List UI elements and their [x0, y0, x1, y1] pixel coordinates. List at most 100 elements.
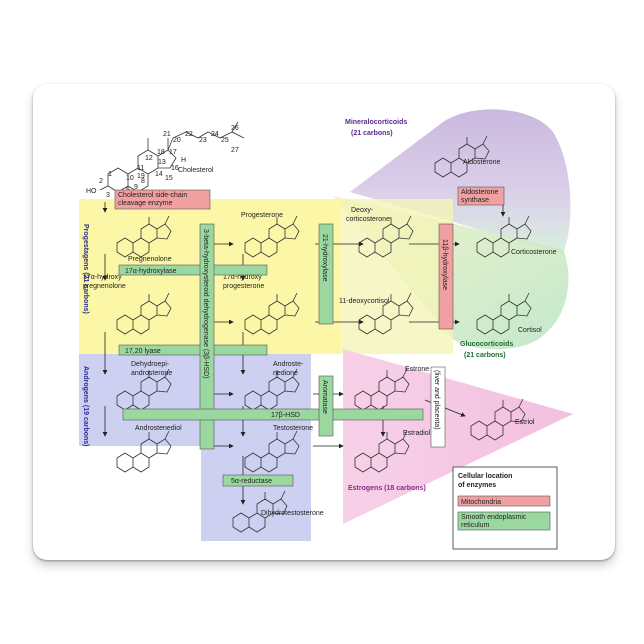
carbon-number-25: 25	[221, 137, 229, 144]
androgen-lower-region	[201, 446, 311, 541]
hp-line2: pregnenolone	[83, 283, 126, 290]
estrone-structure	[354, 368, 410, 411]
carbon-number-3: 3	[106, 192, 110, 199]
molecule-labels: Pregnenolone Progesterone Deoxy-corticos…	[83, 159, 557, 517]
carbon-number-10: 10	[126, 175, 134, 182]
cholesterol-h: H	[181, 157, 186, 164]
reductase-enzyme: 5α-reductase	[231, 478, 272, 485]
progestagen-extension	[341, 199, 453, 354]
aldosterone-label: Aldosterone	[463, 159, 500, 166]
progestagens-label: Progestagens (21 carbons)	[82, 224, 89, 314]
hpr-line1: 17α-hydroxy	[223, 274, 262, 281]
progesterone-structure	[244, 215, 300, 258]
cholesterol-structure: HO H Cholesterol	[86, 121, 245, 195]
lyase-enzyme: 17,20 lyase	[125, 348, 161, 355]
estrogen-region	[343, 349, 573, 524]
carbon-number-13: 13	[158, 159, 166, 166]
mineralocorticoids-line1: Mineralocorticoids	[345, 119, 407, 126]
sc-line2: cleavage enzyme	[118, 200, 173, 207]
carbon-number-1: 1	[108, 171, 112, 178]
testosterone-structure	[244, 430, 300, 473]
liver-placenta-note: (liver and placenta)	[433, 370, 440, 430]
er-line2: reticulum	[461, 522, 490, 529]
carbon-number-19: 19	[137, 173, 145, 180]
ad-line2: nedione	[273, 370, 298, 377]
estradiol-structure	[354, 430, 410, 473]
dc-line2: corticosterone	[346, 216, 390, 223]
hydroxylase17-enzyme: 17α-hydroxylase	[125, 268, 177, 275]
ad-line1: Androste-	[273, 361, 304, 368]
estriol-label: Estriol	[515, 419, 535, 426]
carbon-number-21: 21	[163, 131, 171, 138]
pregnenolone-structure	[116, 215, 172, 258]
estrone-label: Estrone	[405, 366, 429, 373]
androgens-label: Androgens (19 carbons)	[82, 366, 89, 447]
estradiol-label: Estradiol	[403, 430, 431, 437]
deoxycorticosterone-label: Deoxy-corticosterone	[346, 207, 390, 223]
carbon-number-17: 17	[169, 149, 177, 156]
carbon-number-8: 8	[141, 178, 145, 185]
hydroxyprogesterone-structure	[244, 292, 300, 335]
mineralocorticoids-line2: (21 carbons)	[351, 130, 393, 137]
hydroxypregnenolone-structure	[116, 292, 172, 335]
glucocorticoids-line1: Glucocorticoids	[460, 341, 513, 348]
dhea-line1: Dehydroepi-	[131, 361, 170, 368]
dc-line1: Deoxy-	[351, 207, 374, 214]
pregnenolone-label: Pregnenolone	[128, 256, 172, 263]
carbon-number-26: 26	[231, 125, 239, 132]
estriol-structure	[470, 398, 526, 441]
carbon-number-15: 15	[165, 175, 173, 182]
er-line1: Smooth endoplasmic	[461, 514, 527, 521]
estrogens-label: Estrogens (18 carbons)	[348, 485, 426, 492]
hydroxylase21-enzyme: 21-hydroxylase	[321, 234, 328, 282]
dhea-line2: androsterone	[131, 370, 172, 377]
carbon-number-11: 11	[137, 165, 144, 172]
as-line1: Aldosterone	[461, 189, 498, 196]
androstenedione-structure	[244, 368, 300, 411]
progesterone-label: Progesterone	[241, 212, 283, 219]
hpr-line2: progesterone	[223, 283, 264, 290]
aromatase-enzyme: Aromatase	[321, 380, 328, 414]
lt-line2: of enzymes	[458, 482, 496, 489]
testosterone-label: Testosterone	[273, 425, 313, 432]
hsd3b-enzyme: 3-beta-hydroxysteroid dehydrogenase (3β-…	[202, 229, 209, 379]
mineralocorticoid-region	[350, 109, 571, 254]
sc-line1: Cholesterol side-chain	[118, 192, 187, 199]
aldosterone-structure	[434, 135, 490, 178]
mineralocorticoids-label: Mineralocorticoids (21 carbons)	[345, 119, 407, 137]
androgen-region	[79, 354, 311, 446]
as-line2: synthase	[461, 197, 489, 204]
dhea-structure	[116, 368, 172, 411]
carbon-number-27: 27	[231, 147, 239, 154]
hydroxyprogesterone-label: 17α-hydroxy progesterone	[223, 274, 264, 290]
carbon-number-23: 23	[199, 137, 207, 144]
androstenediol-label: Androstenediol	[135, 425, 182, 432]
corticosterone-structure	[476, 215, 532, 258]
molecule-structures	[116, 135, 532, 533]
mousepad: Progestagens (21 carbons) Androgens (19 …	[33, 84, 615, 560]
carbon-number-9: 9	[134, 184, 138, 191]
hydroxylase11-enzyme: 11β-hydroxylase	[441, 239, 448, 290]
cortisol-structure	[476, 292, 532, 335]
cortisol-label: Cortisol	[518, 327, 542, 334]
carbon-number-22: 22	[185, 131, 193, 138]
carbon-number-24: 24	[211, 131, 219, 138]
dhea-label: Dehydroepi-androsterone	[131, 361, 172, 377]
legend-mitochondria: Mitochondria	[461, 499, 501, 506]
deoxycortisol-structure	[358, 292, 414, 335]
androstenedione-label: Androste-nedione	[273, 361, 304, 377]
dihydrotestosterone-structure	[232, 490, 288, 533]
steroidogenesis-diagram: Progestagens (21 carbons) Androgens (19 …	[79, 109, 573, 550]
carbon-number-2: 2	[99, 178, 103, 185]
deoxycortisol-label: 11-deoxycortisol	[339, 298, 390, 305]
deoxycorticosterone-structure	[358, 215, 414, 258]
carbon-number-12: 12	[145, 155, 153, 162]
glucocorticoids-label: Glucocorticoids(21 carbons)	[460, 341, 513, 359]
carbon-number-16: 16	[171, 165, 179, 172]
